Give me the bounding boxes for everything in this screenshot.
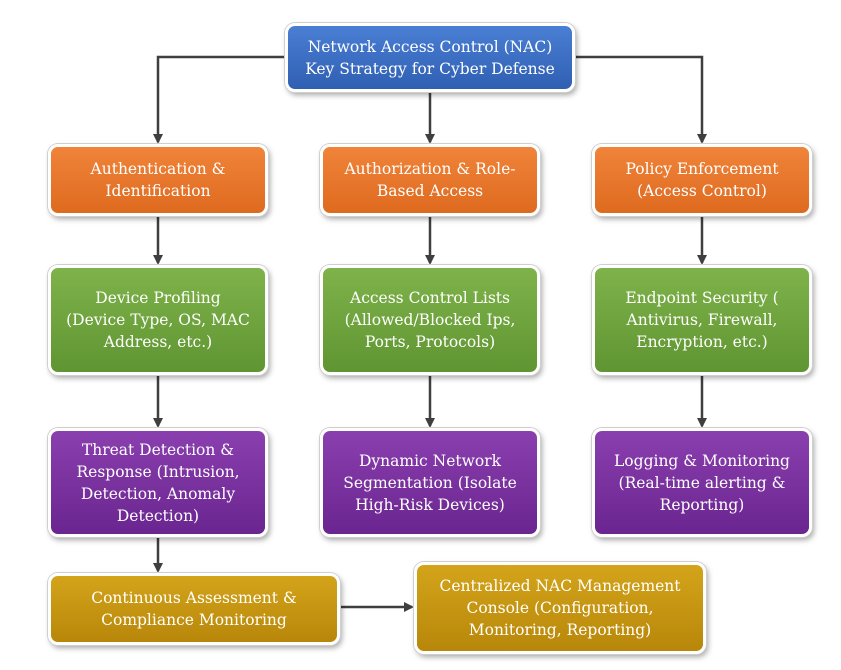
endpoint-security-node: Endpoint Security ( Antivirus, Firewall,… — [592, 265, 812, 375]
connector-root-to-authentication — [153, 55, 287, 144]
nac-management-console-node-label: Centralized NAC Management Console (Conf… — [439, 577, 681, 639]
authorization-node-label: Authorization & Role- Based Access — [344, 160, 516, 200]
authentication-node: Authentication & Identification — [48, 144, 268, 216]
root-node: Network Access Control (NAC) Key Strateg… — [285, 23, 575, 92]
nac-management-console-node: Centralized NAC Management Console (Conf… — [414, 562, 706, 654]
root-node-label: Network Access Control (NAC) Key Strateg… — [305, 37, 555, 78]
policy-enforcement-node: Policy Enforcement (Access Control) — [592, 144, 812, 216]
device-profiling-node-label: Device Profiling (Device Type, OS, MAC A… — [66, 289, 250, 351]
continuous-assessment-node: Continuous Assessment & Compliance Monit… — [48, 573, 340, 645]
authentication-node-label: Authentication & Identification — [90, 160, 226, 200]
access-control-lists-node: Access Control Lists (Allowed/Blocked Ip… — [320, 265, 540, 375]
network-segmentation-node: Dynamic Network Segmentation (Isolate Hi… — [320, 428, 540, 537]
policy-enforcement-node-label: Policy Enforcement (Access Control) — [625, 160, 779, 200]
network-segmentation-node-label: Dynamic Network Segmentation (Isolate Hi… — [343, 451, 517, 514]
logging-monitoring-node: Logging & Monitoring (Real-time alerting… — [592, 428, 812, 537]
logging-monitoring-node-label: Logging & Monitoring (Real-time alerting… — [614, 451, 790, 514]
threat-detection-node-label: Threat Detection & Response (Intrusion, … — [76, 440, 240, 525]
threat-detection-node: Threat Detection & Response (Intrusion, … — [48, 428, 268, 537]
endpoint-security-node-label: Endpoint Security ( Antivirus, Firewall,… — [625, 289, 779, 351]
access-control-lists-node-label: Access Control Lists (Allowed/Blocked Ip… — [344, 289, 516, 351]
authorization-node: Authorization & Role- Based Access — [320, 144, 540, 216]
device-profiling-node: Device Profiling (Device Type, OS, MAC A… — [48, 265, 268, 375]
connector-root-to-policy — [573, 55, 707, 144]
continuous-assessment-node-label: Continuous Assessment & Compliance Monit… — [91, 589, 297, 629]
